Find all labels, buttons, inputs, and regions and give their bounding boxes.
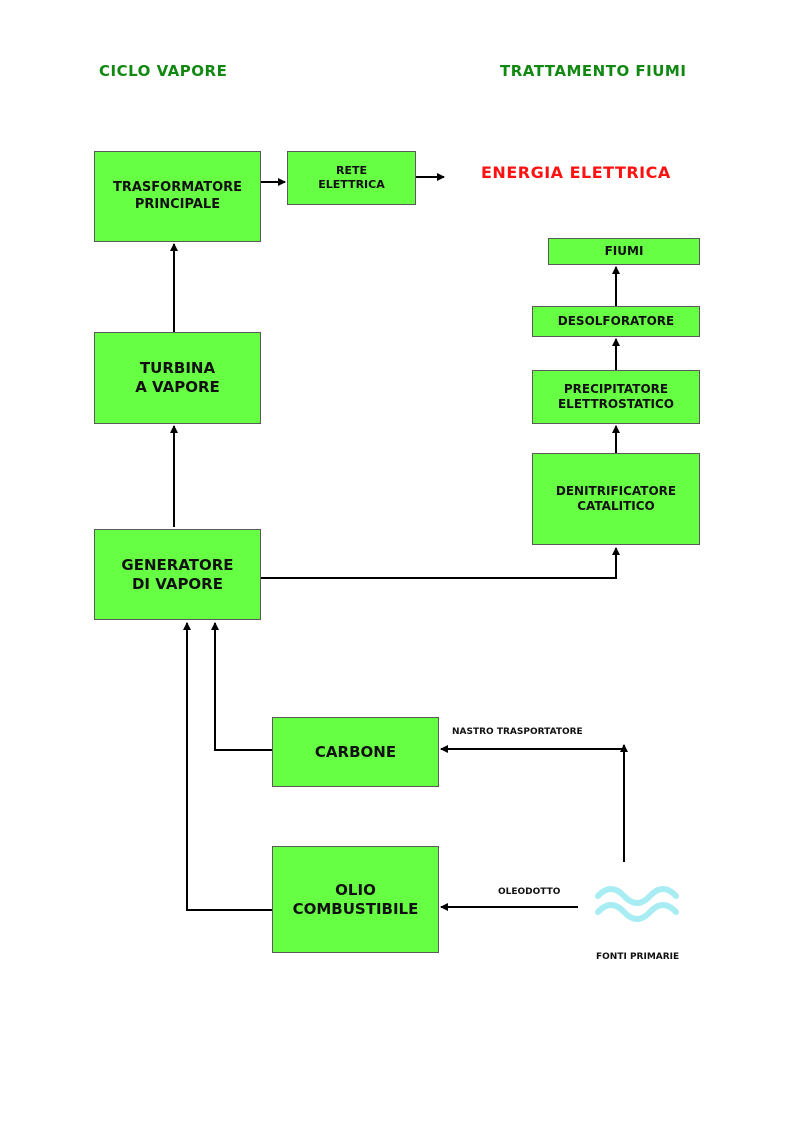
- node-turbina-a-vapore: TURBINA A VAPORE: [94, 332, 261, 424]
- node-precipitatore-elettrostatico: PRECIPITATORE ELETTROSTATICO: [532, 370, 700, 424]
- arrow-carbone-to-generatore: [211, 622, 272, 751]
- heading-energia-elettrica: ENERGIA ELETTRICA: [481, 163, 671, 182]
- node-trasformatore-principale: TRASFORMATORE PRINCIPALE: [94, 151, 261, 242]
- label-nastro-trasportatore: NASTRO TRASPORTATORE: [452, 727, 583, 737]
- node-fiumi: FIUMI: [548, 238, 700, 265]
- heading-trattamento-fiumi: TRATTAMENTO FIUMI: [500, 62, 687, 80]
- node-generatore-di-vapore: GENERATORE DI VAPORE: [94, 529, 261, 620]
- label-oleodotto: OLEODOTTO: [498, 887, 561, 897]
- arrow-olio-to-generatore: [183, 622, 272, 911]
- node-rete-elettrica: RETE ELETTRICA: [287, 151, 416, 205]
- node-desolforatore: DESOLFORATORE: [532, 306, 700, 337]
- node-denitrificatore-catalitico: DENITRIFICATORE CATALITICO: [532, 453, 700, 545]
- node-olio-combustibile: OLIO COMBUSTIBILE: [272, 846, 439, 953]
- arrow-generatore-to-denitrificatore: [261, 547, 620, 579]
- label-fonti-primarie: FONTI PRIMARIE: [596, 952, 680, 962]
- water-waves-icon: [595, 886, 679, 922]
- heading-ciclo-vapore: CICLO VAPORE: [99, 62, 228, 80]
- node-carbone: CARBONE: [272, 717, 439, 787]
